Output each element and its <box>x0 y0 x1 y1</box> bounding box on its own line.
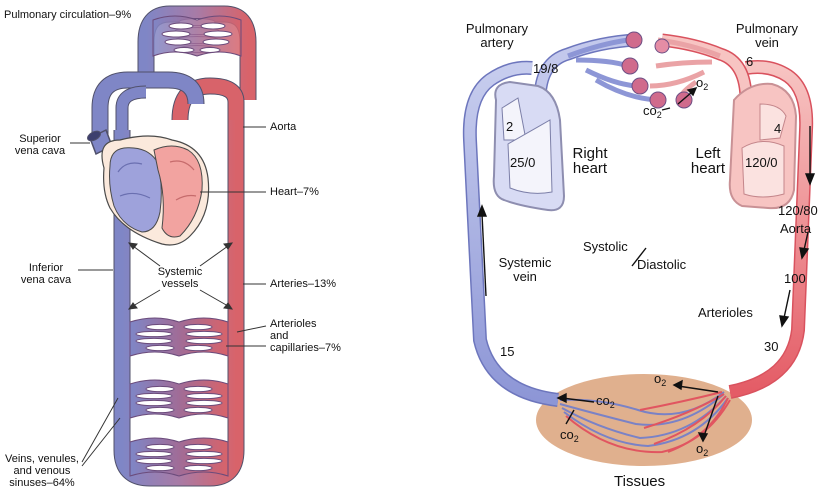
label-systolic: Systolic <box>583 240 628 254</box>
label-pulmonary-artery: Pulmonary artery <box>462 22 532 50</box>
co2-tissue-a-subscript: 2 <box>610 400 615 410</box>
label-co2-tissue-b: co2 <box>560 428 579 446</box>
label-right-heart: Right heart <box>562 146 618 176</box>
label-pulmonary-vein: Pulmonary vein <box>732 22 802 50</box>
co2-lung-text: co <box>643 103 657 118</box>
label-systemic-vessels-line2: vessels <box>148 278 212 290</box>
label-o2-tissue-bottom: o2 <box>696 442 708 460</box>
label-veins-line1: Veins, venules, <box>4 453 80 465</box>
label-rv-pressure: 25/0 <box>510 156 535 170</box>
label-o2-tissue-top: o2 <box>654 372 666 390</box>
label-pulmonary-artery-line1: Pulmonary <box>462 22 532 36</box>
label-superior-vena-cava: Superior vena cava <box>12 133 68 157</box>
label-tissues: Tissues <box>614 474 665 489</box>
label-left-heart-line2: heart <box>680 161 736 176</box>
label-pulmonary-vein-line1: Pulmonary <box>732 22 802 36</box>
label-arterioles-line2: and <box>270 330 341 342</box>
label-diastolic: Diastolic <box>637 258 686 272</box>
capillary-bed-1 <box>130 318 228 356</box>
capillary-bed-3 <box>130 438 228 476</box>
label-superior-vena-cava-line2: vena cava <box>12 145 68 157</box>
label-arteries: Arteries–13% <box>270 278 336 290</box>
label-arterioles-capillaries: Arterioles and capillaries–7% <box>270 318 341 354</box>
label-lv-pressure: 120/0 <box>745 156 778 170</box>
circulation-distribution-diagram: Pulmonary circulation–9% Superior vena c… <box>0 0 400 493</box>
label-systemic-vessels-line1: Systemic <box>148 266 212 278</box>
co2-tissue-b-subscript: 2 <box>574 434 579 444</box>
circulation-vessels-drawing <box>0 0 400 493</box>
label-aorta: Aorta <box>270 121 296 133</box>
label-systemic-vein: Systemic vein <box>490 256 560 284</box>
label-systemic-vessels: Systemic vessels <box>148 266 212 290</box>
label-left-heart-line1: Left <box>680 146 736 161</box>
label-aorta: Aorta <box>780 222 811 236</box>
label-inferior-vena-cava: Inferior vena cava <box>18 262 74 286</box>
label-pulmonary-vein-line2: vein <box>732 36 802 50</box>
label-right-heart-line2: heart <box>562 161 618 176</box>
label-co2-tissue-a: co2 <box>596 394 615 412</box>
label-inferior-vena-cava-line2: vena cava <box>18 274 74 286</box>
label-pv-pressure: 6 <box>746 55 753 69</box>
label-arterioles-line3: capillaries–7% <box>270 342 341 354</box>
label-arterioles-line1: Arterioles <box>270 318 341 330</box>
co2-lung-subscript: 2 <box>657 110 662 120</box>
label-arterioles: Arterioles <box>698 306 753 320</box>
label-arteriole-30: 30 <box>764 340 778 354</box>
label-vein-15: 15 <box>500 345 514 359</box>
left-heart-illustration <box>730 84 796 208</box>
label-la-pressure: 4 <box>774 122 781 136</box>
label-veins: Veins, venules, and venous sinuses–64% <box>4 453 80 489</box>
co2-tissue-b-text: co <box>560 427 574 442</box>
label-o2-lung: o2 <box>696 76 708 94</box>
label-superior-vena-cava-line1: Superior <box>12 133 68 145</box>
label-inferior-vena-cava-line1: Inferior <box>18 262 74 274</box>
label-co2-lung: co2 <box>643 104 662 122</box>
o2-tissue-top-subscript: 2 <box>661 378 666 388</box>
right-heart-illustration <box>494 82 564 210</box>
label-veins-line2: and venous <box>4 465 80 477</box>
label-heart: Heart–7% <box>270 186 319 198</box>
capillary-bed-2 <box>130 380 228 418</box>
capillary-beds <box>130 318 228 476</box>
label-systemic-vein-line2: vein <box>490 270 560 284</box>
label-right-heart-line1: Right <box>562 146 618 161</box>
label-pulmonary-artery-line2: artery <box>462 36 532 50</box>
pressure-circulation-diagram: Pulmonary artery Pulmonary vein 19/8 6 o… <box>400 0 823 493</box>
label-pa-pressure: 19/8 <box>533 62 558 76</box>
co2-tissue-a-text: co <box>596 393 610 408</box>
label-pulmonary-circulation: Pulmonary circulation–9% <box>4 9 131 21</box>
label-veins-line3: sinuses–64% <box>4 477 80 489</box>
label-artery-100: 100 <box>784 272 806 286</box>
label-systemic-vein-line1: Systemic <box>490 256 560 270</box>
o2-tissue-bottom-subscript: 2 <box>703 448 708 458</box>
o2-lung-subscript: 2 <box>703 82 708 92</box>
label-aorta-pressure: 120/80 <box>778 204 818 218</box>
label-ra-pressure: 2 <box>506 120 513 134</box>
label-left-heart: Left heart <box>680 146 736 176</box>
